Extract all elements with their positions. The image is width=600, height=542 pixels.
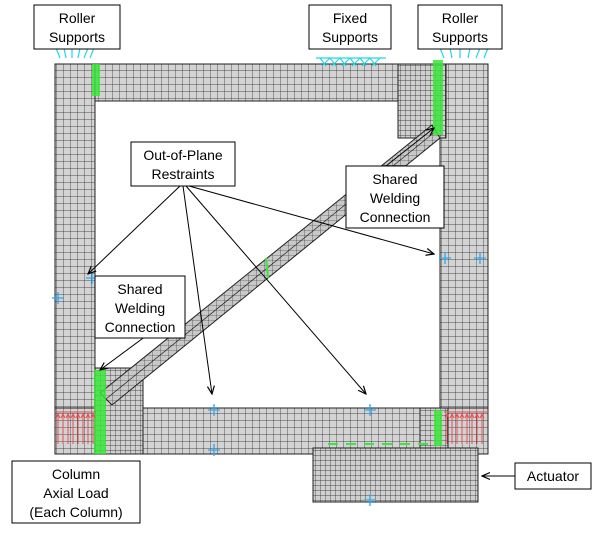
axial-load-right [444, 411, 488, 444]
weld-left-line2: Welding [115, 300, 165, 316]
axial-load-left [55, 411, 96, 444]
arrow-oop-1 [88, 185, 181, 274]
label-roller-right: Roller Supports [417, 4, 503, 50]
actuator-block [312, 447, 479, 503]
weld-top-left [92, 64, 100, 96]
brace-midpoint-mark [265, 257, 269, 279]
roller-right-line1: Roller [442, 10, 479, 26]
label-actuator: Actuator [514, 462, 592, 490]
restraint-marker [439, 252, 451, 264]
label-shared-weld-left: Shared Welding Connection [94, 275, 186, 339]
actuator-label: Actuator [527, 468, 579, 484]
restraint-marker [52, 292, 64, 304]
left-column [54, 63, 96, 455]
arrow-oop-4 [188, 185, 434, 254]
supports [52, 46, 490, 67]
label-column-axial: Column Axial Load (Each Column) [11, 460, 141, 524]
weld-left-line1: Shared [117, 281, 162, 297]
restraint-marker [208, 444, 220, 456]
arrow-oop-3 [185, 185, 366, 394]
weld-top-right [433, 60, 443, 135]
arrow-weld-left [100, 332, 151, 370]
weld-right-line3: Connection [360, 209, 431, 225]
label-roller-left: Roller Supports [33, 4, 121, 50]
label-fixed: Fixed Supports [308, 4, 392, 50]
restraint-marker [364, 494, 376, 506]
right-column [439, 63, 489, 455]
axial-line1: Column [52, 466, 100, 482]
fixed-line2: Supports [322, 29, 378, 45]
leader-arrows [88, 128, 515, 476]
axial-line2: Axial Load [43, 485, 108, 501]
weld-right-line2: Welding [370, 190, 420, 206]
oop-line1: Out-of-Plane [143, 147, 223, 163]
label-shared-weld-right: Shared Welding Connection [345, 165, 445, 229]
oop-line2: Restraints [151, 166, 214, 182]
restraint-marker [474, 252, 486, 264]
weld-regions [92, 60, 443, 454]
restraint-markers [52, 252, 486, 506]
fixed-support [316, 57, 386, 67]
weld-bottom-left [94, 370, 106, 454]
weld-left-line3: Connection [105, 319, 176, 335]
weld-bottom-right [434, 410, 442, 446]
restraint-marker [364, 404, 376, 416]
axial-line3: (Each Column) [29, 504, 122, 520]
roller-left-line1: Roller [59, 10, 96, 26]
label-out-of-plane: Out-of-Plane Restraints [130, 141, 236, 187]
weld-right-line1: Shared [372, 171, 417, 187]
roller-right-line2: Supports [432, 29, 488, 45]
restraint-marker [208, 404, 220, 416]
arrow-weld-right [385, 128, 434, 167]
roller-left-line2: Supports [49, 29, 105, 45]
arrow-oop-2 [182, 185, 212, 394]
fixed-line1: Fixed [333, 10, 367, 26]
